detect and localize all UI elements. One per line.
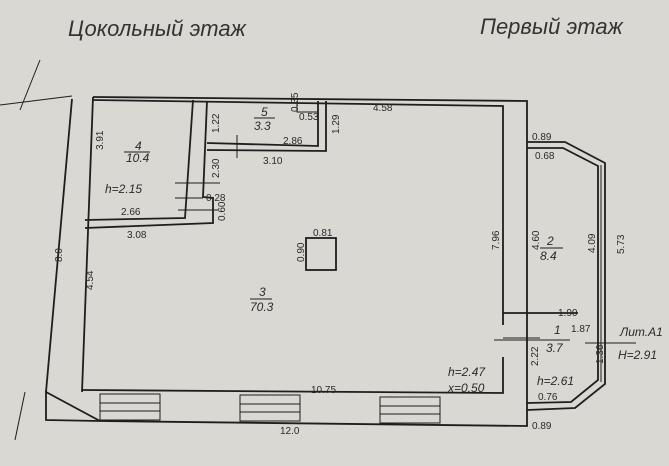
room-3-label: 3 70.3 h=2.47 x=0.50	[250, 285, 486, 395]
dimension-label: 4	[135, 139, 142, 153]
dimension-label: 3.91	[95, 130, 106, 150]
room-4-label: 4 10.4 h=2.15	[105, 139, 150, 196]
dimension-label: 1.87	[571, 324, 591, 335]
dimension-label: 3.10	[263, 156, 283, 167]
dimension-label: Лит.А1	[619, 325, 663, 339]
dimension-label: 1	[554, 323, 561, 337]
dimension-label: 70.3	[250, 300, 274, 314]
dimension-label: 7.96	[491, 230, 502, 250]
room-2-label: 2 8.4	[540, 234, 563, 263]
dimension-label: h=2.61	[537, 374, 574, 388]
dimension-label: 1.36	[595, 344, 606, 364]
dimension-label: 10.4	[126, 151, 150, 165]
dimension-label: 0.76	[538, 392, 558, 403]
dimension-label: 1.22	[211, 113, 222, 133]
dimension-label: 3.3	[254, 119, 271, 133]
dimension-label: 2.22	[530, 346, 541, 366]
windows	[99, 393, 441, 424]
dimension-label: 0.60	[217, 201, 228, 221]
dimension-label: H=2.91	[618, 348, 657, 362]
dimension-label: 0.68	[535, 151, 555, 162]
dimension-label: 5.73	[616, 234, 627, 254]
dimension-label: 4.09	[587, 233, 598, 253]
dimension-label: 0.89	[532, 132, 552, 143]
dimension-label: h=2.15	[105, 182, 142, 196]
dimension-label: 12.0	[280, 426, 300, 437]
dimension-labels: 3.91 1.22 0.35 0.53 1.29 4.58 2.86 3.10 …	[54, 92, 627, 437]
basement-title: Цокольный этаж	[68, 16, 247, 41]
dimension-label: 0.89	[532, 421, 552, 432]
dimension-label: 0.53	[299, 112, 319, 123]
dimension-label: 0.90	[296, 242, 307, 262]
dimension-label: 0.28	[206, 193, 226, 204]
dimension-label: x=0.50	[447, 381, 485, 395]
dimension-label: 3.08	[127, 230, 147, 241]
dimension-label: 8.0	[54, 248, 65, 262]
room-5-label: 5 3.3	[254, 105, 275, 133]
dimension-label: 2.86	[283, 136, 303, 147]
dimension-label: 3.7	[546, 341, 564, 355]
dimension-label: h=2.47	[448, 365, 486, 379]
dimension-label: 4.54	[85, 270, 96, 290]
annex-label: Лит.А1 H=2.91	[618, 325, 663, 362]
dimension-label: 4.60	[531, 230, 542, 250]
dimension-label: 8.4	[540, 249, 557, 263]
dimension-label: 1.90	[558, 308, 578, 319]
dimension-label: 5	[261, 105, 268, 119]
first-floor-title: Первый этаж	[480, 14, 624, 39]
dimension-label: 2.30	[211, 158, 222, 178]
room-1-label: 1 3.7 h=2.61	[494, 323, 574, 388]
walls	[0, 59, 636, 441]
dimension-label: 2	[546, 234, 554, 248]
dimension-label: 1.29	[331, 114, 342, 134]
dimension-label: 4.58	[373, 103, 393, 114]
dimension-label: 0.81	[313, 228, 333, 239]
dimension-label: 0.35	[290, 92, 301, 112]
dimension-label: 2.66	[121, 207, 141, 218]
dimension-label: 10.75	[311, 385, 336, 396]
dimension-label: 3	[259, 285, 266, 299]
